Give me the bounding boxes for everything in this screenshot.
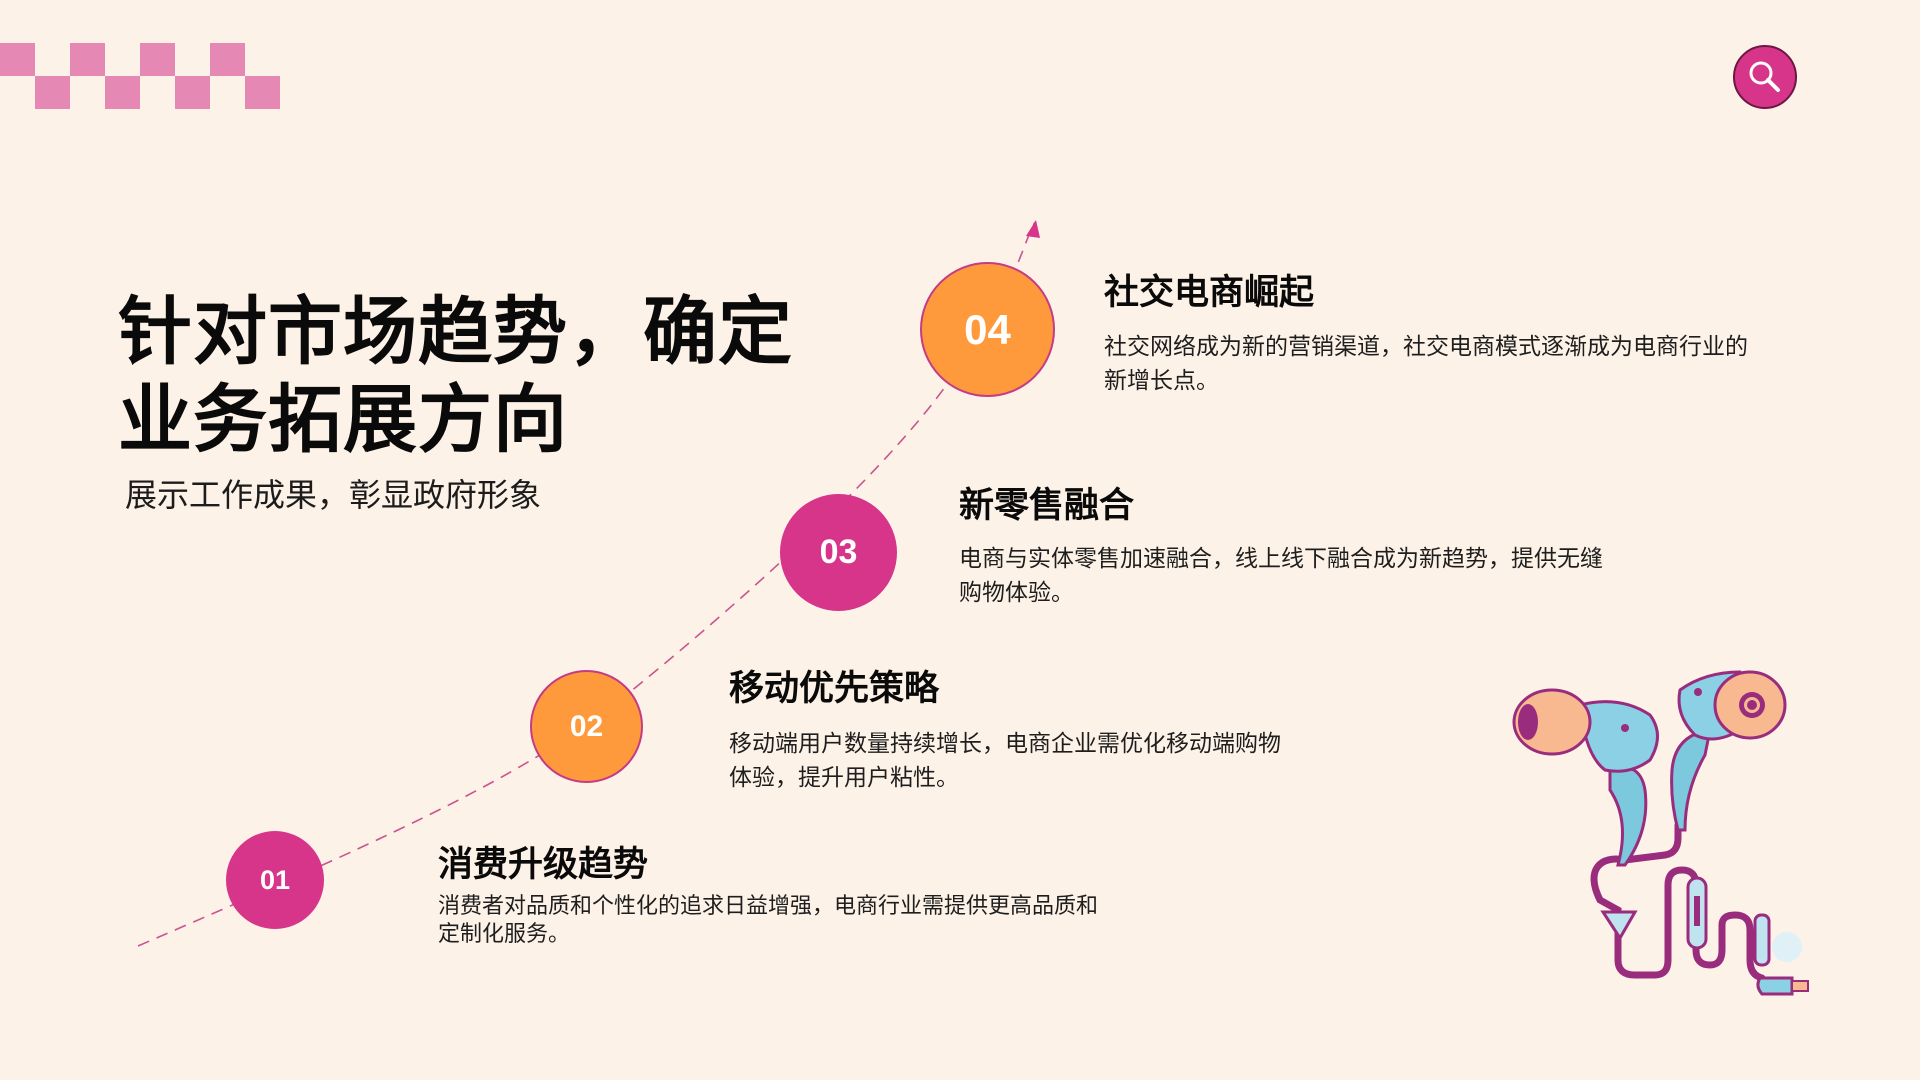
desc-line: 电商与实体零售加速融合，线上线下融合成为新趋势，提供无缝	[959, 546, 1603, 572]
step-number: 02	[569, 709, 604, 743]
decor-bubble	[1772, 932, 1802, 962]
checker-square	[35, 76, 70, 109]
left-earbud-stem	[1608, 766, 1648, 867]
checker-square	[175, 76, 210, 109]
left-earbud-dot	[1621, 724, 1629, 732]
desc-line: 消费者对品质和个性化的追求日益增强，电商行业需提供更高品质和	[438, 894, 1099, 919]
step-number: 04	[964, 305, 1011, 353]
step-desc-02: 移动端用户数量持续增长，电商企业需优化移动端购物 体验，提升用户粘性。	[729, 727, 1281, 795]
earphone-cable	[1621, 821, 1682, 864]
step-title-04: 社交电商崛起	[1104, 273, 1315, 313]
search-button[interactable]	[1733, 45, 1797, 109]
slide-subtitle: 展示工作成果，彰显政府形象	[125, 476, 542, 514]
step-marker-04: 04	[920, 262, 1055, 397]
step-title-03: 新零售融合	[959, 486, 1135, 526]
desc-line: 移动端用户数量持续增长，电商企业需优化移动端购物	[729, 731, 1281, 757]
step-marker-03: 03	[780, 494, 897, 611]
left-ear-tip	[1512, 688, 1592, 756]
desc-line: 新增长点。	[1104, 368, 1219, 394]
desc-line: 购物体验。	[959, 580, 1074, 606]
checker-square	[70, 43, 105, 76]
step-desc-04: 社交网络成为新的营销渠道，社交电商模式逐渐成为电商行业的 新增长点。	[1104, 330, 1748, 398]
step-marker-02: 02	[530, 670, 643, 783]
checker-square	[245, 76, 280, 109]
audio-jack	[1756, 976, 1794, 996]
step-desc-03: 电商与实体零售加速融合，线上线下融合成为新趋势，提供无缝 购物体验。	[959, 542, 1603, 610]
cable-splitter	[1600, 910, 1638, 941]
step-number: 01	[259, 864, 291, 895]
checker-square	[210, 43, 245, 76]
title-line-2: 业务拓展方向	[118, 377, 568, 463]
desc-line: 体验，提升用户粘性。	[729, 765, 959, 791]
step-number: 03	[819, 533, 858, 571]
right-earbud-stem	[1670, 728, 1712, 832]
left-ear-tip-hole	[1518, 704, 1538, 740]
earphones-illustration	[1512, 670, 1809, 996]
left-earbud-housing	[1578, 700, 1659, 773]
slide-title: 针对市场趋势，确定 业务拓展方向	[118, 288, 798, 464]
checker-square	[105, 76, 140, 109]
desc-line: 定制化服务。	[438, 922, 571, 947]
search-icon	[1749, 61, 1780, 92]
step-desc-01: 消费者对品质和个性化的追求日益增强，电商行业需提供更高品质和 定制化服务。	[438, 893, 1098, 949]
checkerboard-decoration	[0, 43, 280, 113]
checker-square	[0, 43, 35, 76]
cable-plug	[1753, 913, 1771, 967]
desc-line: 社交网络成为新的营销渠道，社交电商模式逐渐成为电商行业的	[1104, 334, 1748, 360]
checker-square	[140, 43, 175, 76]
step-marker-01: 01	[226, 831, 324, 929]
step-title-02: 移动优先策略	[729, 669, 940, 709]
step-title-01: 消费升级趋势	[438, 845, 649, 885]
right-earbud-dot	[1694, 688, 1702, 696]
title-line-1: 针对市场趋势，确定	[118, 289, 793, 375]
arrow-head-icon	[1026, 220, 1040, 238]
